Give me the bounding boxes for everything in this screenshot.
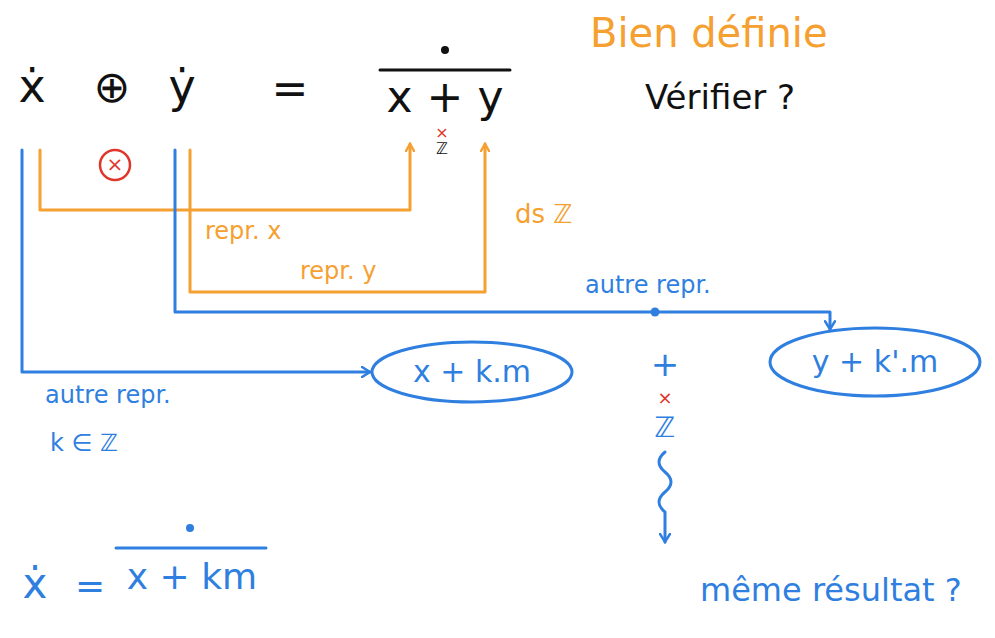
blue-leader bbox=[175, 150, 830, 329]
formula-operator: + bbox=[651, 345, 680, 384]
question-note: Vérifier ? bbox=[645, 78, 795, 117]
formula-term: x + y bbox=[387, 72, 504, 123]
question-note: même résultat ? bbox=[700, 572, 962, 609]
dot bbox=[186, 524, 194, 532]
squiggle-arrow bbox=[659, 452, 671, 542]
annotation: autre repr. bbox=[585, 272, 711, 300]
node-text-holder: y + k'.m bbox=[768, 326, 982, 398]
dot bbox=[651, 308, 660, 317]
overline bbox=[116, 547, 266, 550]
set-symbol: ℤ bbox=[436, 140, 448, 158]
annotation: k ∈ ℤ bbox=[50, 430, 118, 458]
ellipse-node: y + k'.m bbox=[768, 326, 982, 398]
operator-mark: × bbox=[107, 153, 124, 176]
dot bbox=[441, 46, 449, 54]
node-label: x + k.m bbox=[413, 355, 531, 390]
circle-mark bbox=[100, 150, 130, 180]
heading-note: Bien définie bbox=[590, 10, 828, 56]
formula-term: ẋ bbox=[23, 560, 48, 608]
set-symbol: ℤ bbox=[655, 412, 676, 444]
annotation: repr. x bbox=[205, 218, 281, 246]
annotation: autre repr. bbox=[45, 382, 171, 410]
orange-leader bbox=[40, 144, 410, 210]
node-label: y + k'.m bbox=[812, 345, 938, 380]
formula-term: x + km bbox=[127, 556, 257, 597]
annotation: ds ℤ bbox=[515, 200, 573, 230]
annotation: repr. y bbox=[300, 258, 376, 286]
orange-leader bbox=[190, 144, 485, 292]
operator-mark: × bbox=[657, 388, 672, 409]
ellipse-node: x + k.m bbox=[370, 340, 574, 404]
formula-term: ẏ bbox=[168, 60, 195, 113]
node-text-holder: x + k.m bbox=[370, 340, 574, 404]
formula-operator: = bbox=[272, 64, 309, 115]
formula-operator: = bbox=[75, 565, 105, 606]
formula-operator: ⊕ bbox=[94, 62, 131, 113]
formula-term: ẋ bbox=[18, 60, 45, 113]
